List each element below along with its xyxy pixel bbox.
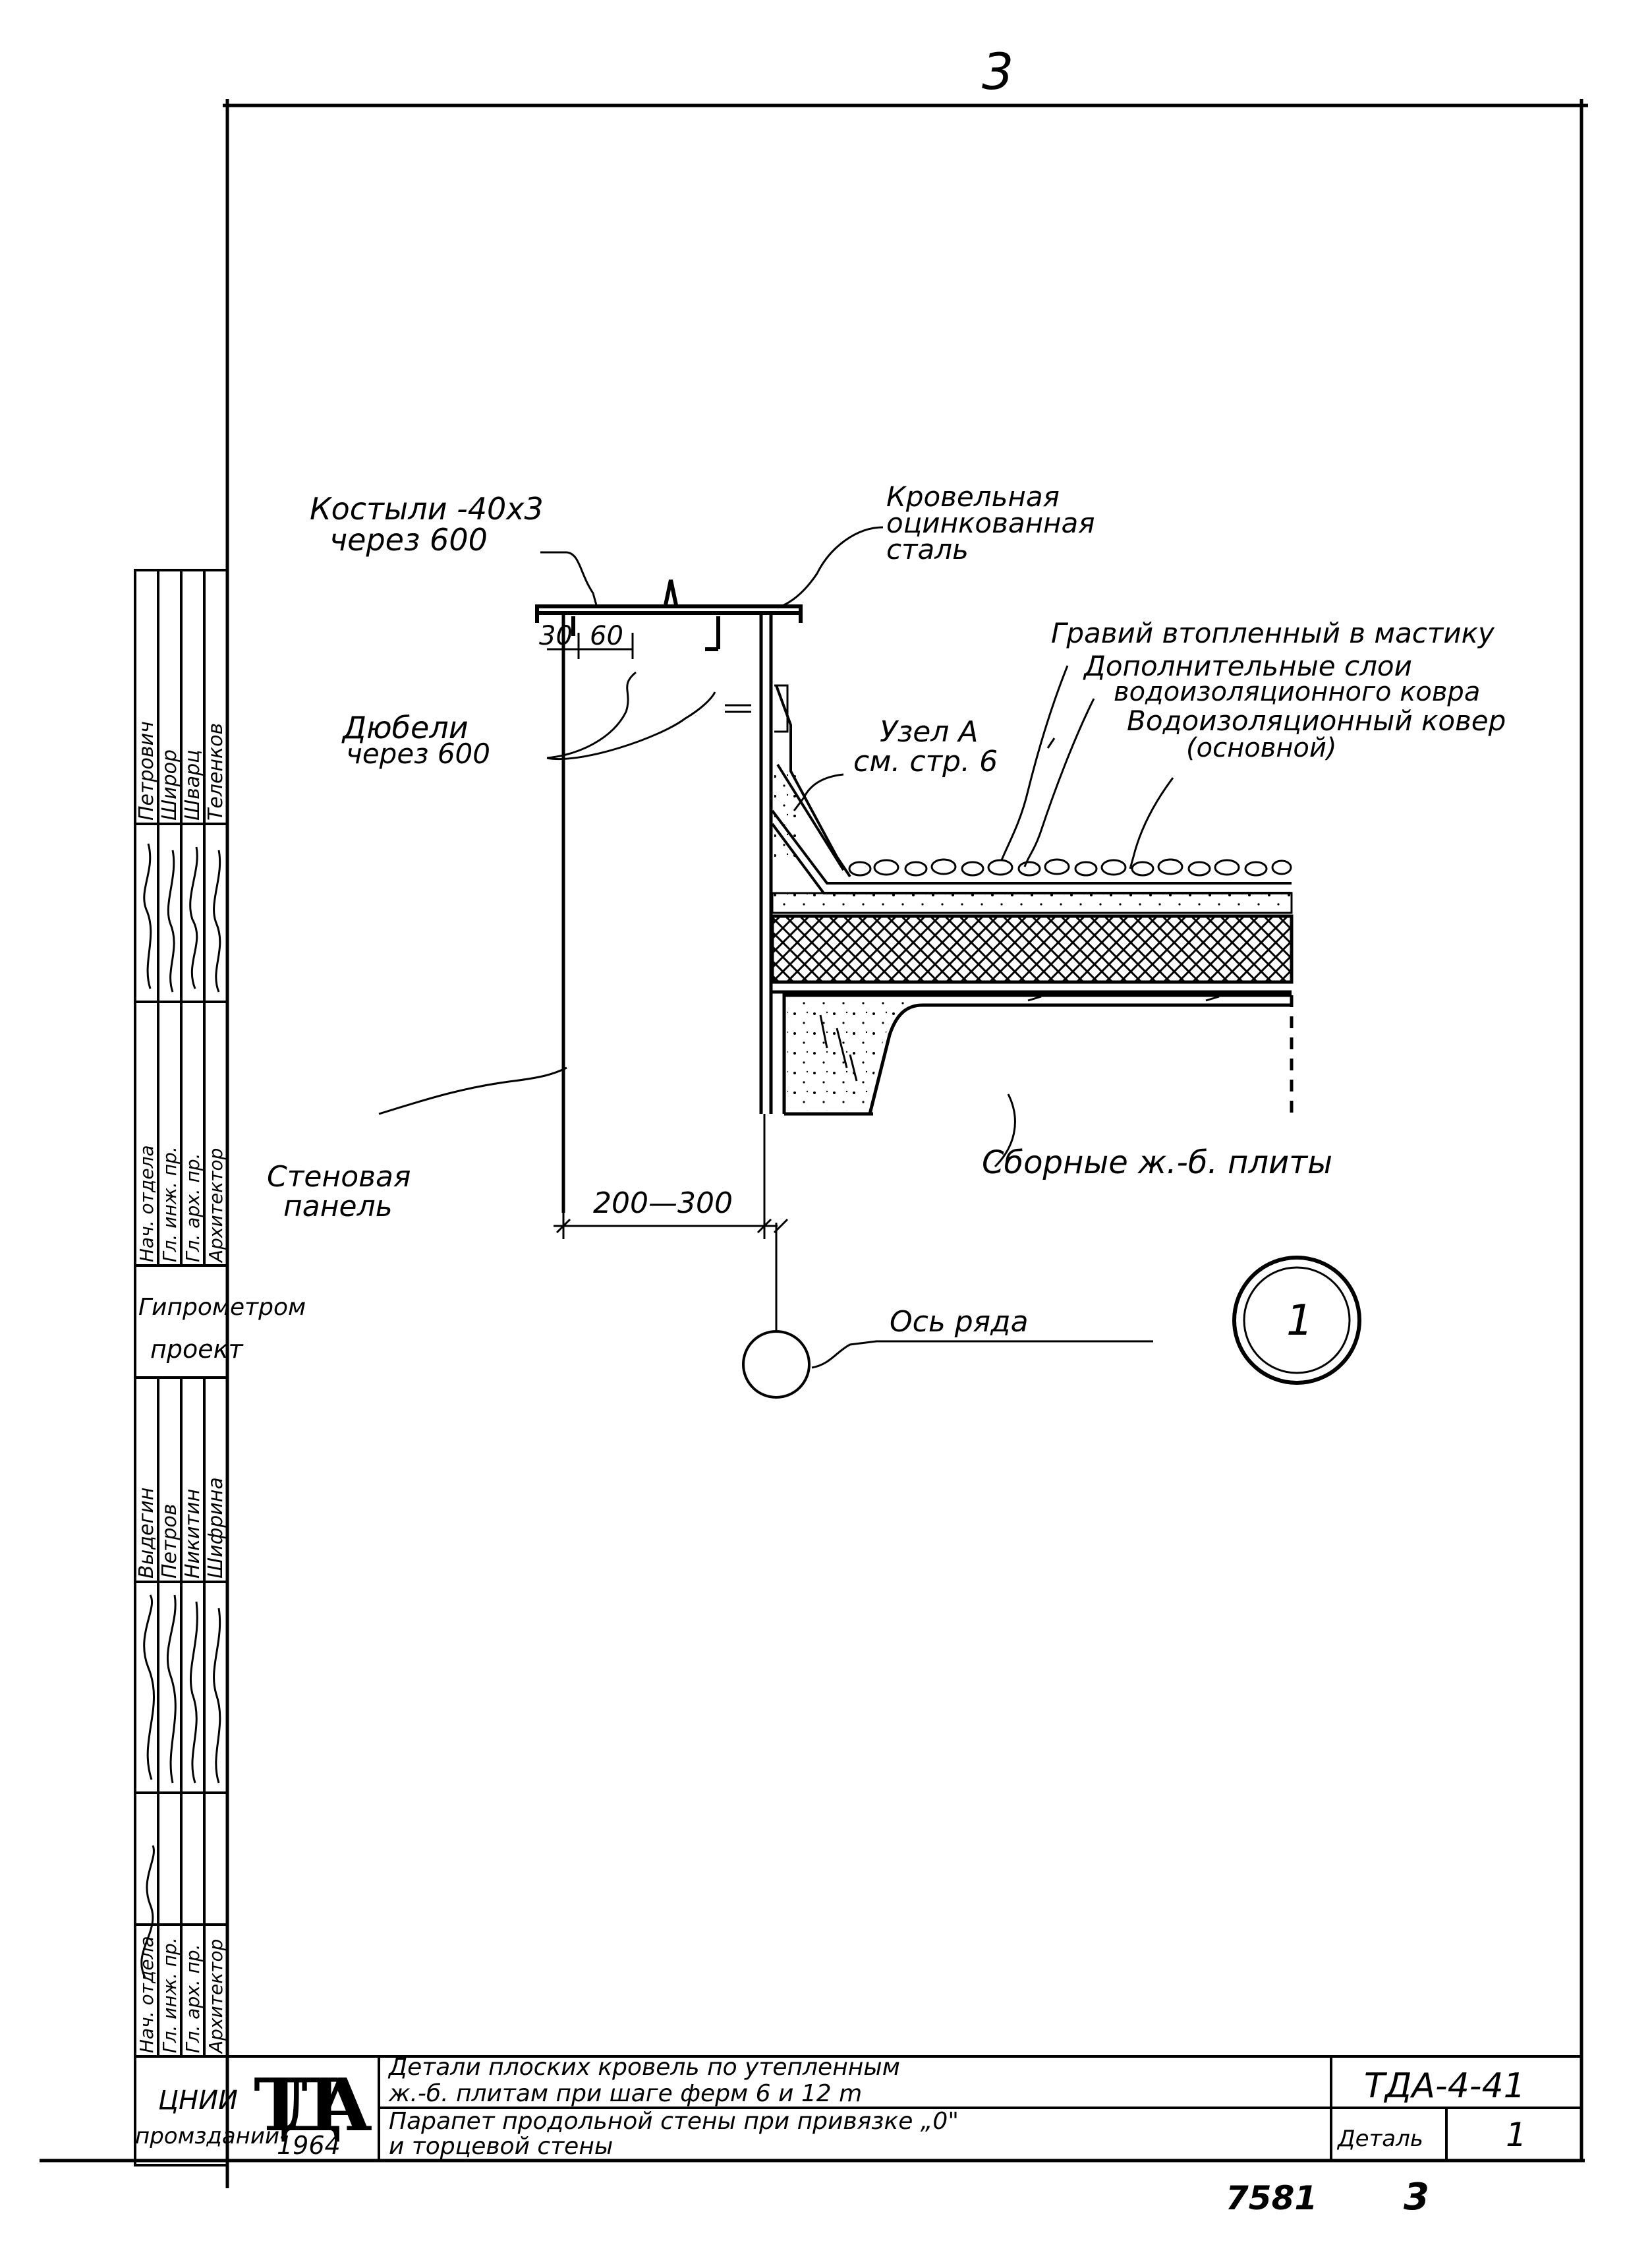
coping-dimensions: [547, 633, 634, 659]
axis-leader: [811, 1340, 1153, 1369]
subtitle-line-1: Парапет продольной стены при привязке „0…: [389, 2108, 959, 2135]
stamp-role: Архитектор: [205, 1939, 227, 2054]
stamp-role: Гл. инж. пр.: [159, 1937, 181, 2053]
label-uzel-2: см. стр. 6: [853, 745, 998, 778]
label-dyubeli-1: Дюбели: [341, 710, 469, 745]
detail-marker-inner: [1243, 1266, 1351, 1374]
upper-stamp-roles: Нач. отдела Гл. инж. пр. Гл. арх. пр. Ар…: [136, 1145, 227, 1264]
fillet-fill: [774, 771, 801, 863]
stamp-name: Никитин: [181, 1489, 204, 1579]
label-gravii: Гравий втопленный в мастику: [1051, 617, 1495, 649]
stamp-role: Нач. отдела: [136, 1145, 157, 1262]
parapet-coping: [535, 579, 803, 651]
detail-label: Деталь: [1336, 2126, 1423, 2152]
dim-30: 30: [539, 621, 573, 651]
title-block: [227, 2055, 1581, 2161]
label-vodo-1: Водоизоляционный ковер: [1127, 705, 1506, 737]
wall-panel: [561, 611, 773, 1213]
detail-marker-circle: [1232, 1256, 1361, 1385]
stamp-name: Петрович: [135, 721, 158, 821]
stamp-name: Петров: [158, 1503, 181, 1579]
lower-stamp-org-2: промзданий: [135, 2123, 279, 2149]
dim-60: 60: [590, 621, 623, 651]
dim-200-300: 200—300: [593, 1186, 733, 1220]
title-year: 1964: [277, 2131, 341, 2160]
label-uzel-1: Узел А: [880, 715, 979, 749]
page-number-top: 3: [982, 42, 1013, 101]
label-dop-2: водоизоляционного ковра: [1114, 677, 1480, 707]
subtitle-line-2: и торцевой стены: [389, 2133, 613, 2160]
title-logo: ТДА: [254, 2062, 372, 2147]
stamp-name: Шифрина: [204, 1477, 227, 1579]
stamp-role: Нач. отдела: [136, 1936, 157, 2053]
dowel-marks: [725, 684, 789, 733]
label-krovel-2: оцинкованная: [886, 507, 1095, 539]
label-kostyli-1: Костыли -40х3: [310, 491, 544, 527]
slab-marks: [819, 995, 1220, 1082]
stamp-role: Гл. инж. пр.: [159, 1146, 181, 1262]
label-krovel-3: сталь: [886, 533, 969, 566]
screed-layer: [771, 892, 1293, 914]
label-stenovaya-1: Стеновая: [267, 1160, 411, 1194]
insulation-layer: [770, 914, 1294, 984]
drawing-code: ТДА-4-41: [1364, 2066, 1525, 2106]
label-krovel-1: Кровельная: [886, 480, 1060, 513]
stamp-name: Шварц: [181, 749, 204, 821]
stamp-role: Гл. арх. пр.: [182, 1944, 204, 2053]
axis-label: Ось ряда: [890, 1305, 1029, 1339]
upper-stamp-org-1: Гипрометром: [138, 1294, 306, 1321]
label-svornye: Сборные ж.-б. плиты: [982, 1144, 1332, 1181]
label-dyubeli-2: через 600: [346, 738, 490, 770]
stamp-name: Широр: [158, 749, 181, 821]
upper-stamp-org-2: проект: [150, 1335, 244, 1364]
lower-stamp-names: Выдегин Петров Никитин Шифрина: [135, 1477, 227, 1579]
upper-stamp-names: Петрович Широр Шварц Теленков: [135, 721, 227, 821]
label-vodo-2: (основной): [1186, 733, 1337, 763]
detail-number: 1: [1506, 2116, 1527, 2154]
side-stamp: [134, 569, 229, 2166]
title-line-2: ж.-б. плитам при шаге ферм 6 и 12 m: [388, 2080, 862, 2107]
lower-stamp-org-1: ЦНИИ: [158, 2085, 238, 2116]
label-kostyli-2: через 600: [329, 522, 488, 558]
stamp-role: Гл. арх. пр.: [182, 1153, 204, 1262]
label-dop-1: Дополнительные слои: [1083, 650, 1412, 682]
page-number-bottom: 3: [1404, 2176, 1429, 2219]
stamp-name: Выдегин: [135, 1488, 158, 1579]
stamp-role: Архитектор: [205, 1148, 227, 1264]
archive-number: 7581: [1226, 2179, 1317, 2217]
sheet-frame: [40, 99, 1588, 2188]
label-stenovaya-2: панель: [283, 1190, 393, 1223]
title-line-1: Детали плоских кровель по утепленным: [387, 2054, 900, 2081]
axis-bubble: [742, 1330, 811, 1399]
lower-stamp-roles: Нач. отдела Гл. инж. пр. Гл. арх. пр. Ар…: [136, 1936, 227, 2054]
upper-stamp-signatures: [143, 843, 221, 993]
stamp-name: Теленков: [204, 723, 227, 821]
precast-slab: [782, 993, 1294, 1116]
leader-lines: [378, 526, 1174, 1168]
wall-thickness-dimension: [554, 1114, 789, 1239]
gravel-layer: [848, 858, 1292, 877]
slab-fill: [787, 999, 916, 1111]
detail-marker-number: 1: [1286, 1296, 1313, 1345]
lower-stamp-signatures: [140, 1594, 221, 1978]
